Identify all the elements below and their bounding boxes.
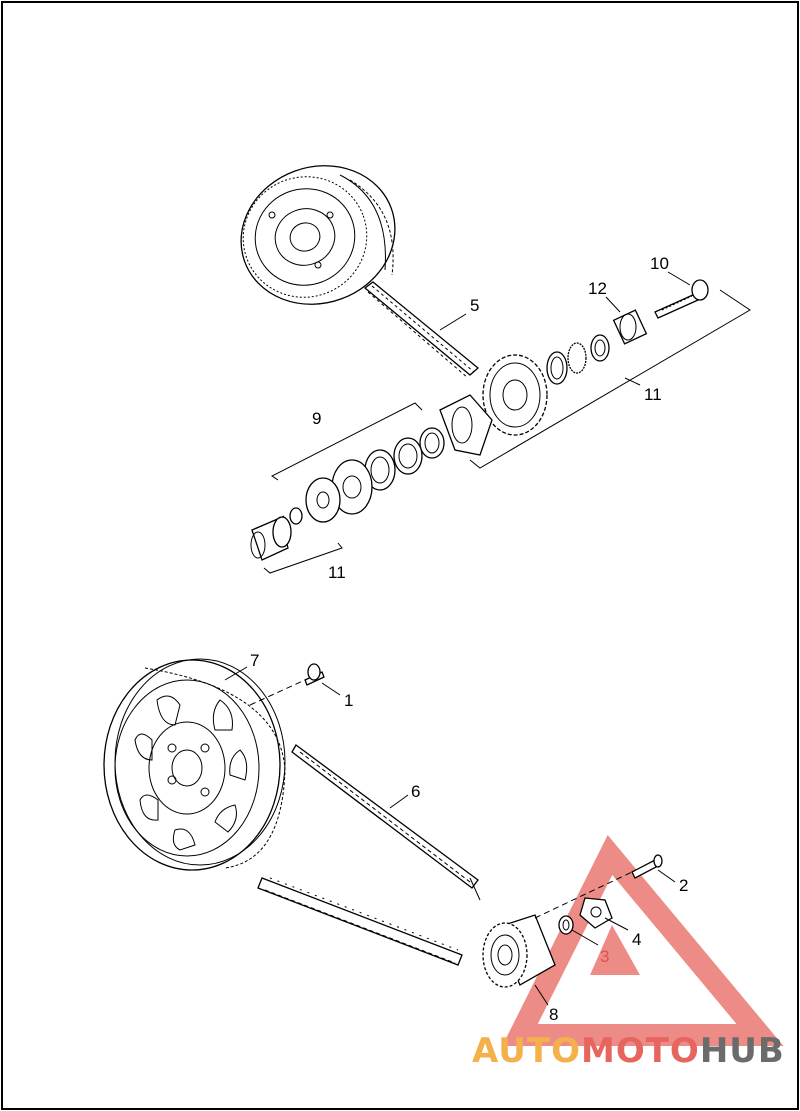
bracket-11-upper: [469, 289, 751, 469]
callout-7: 7: [250, 651, 259, 670]
lock-plate: [579, 897, 613, 929]
sprocket-bolt: [654, 279, 709, 319]
drive-belt-upper: [291, 744, 481, 901]
watermark-brand-hub: HUB: [700, 1031, 785, 1071]
watermark-brand-auto: AUTO: [472, 1031, 581, 1071]
watermark-triangle: [502, 835, 784, 1046]
bolt-centerline: [249, 679, 306, 706]
transmission-sprocket: [482, 914, 556, 988]
thrust-washers-upper: [546, 334, 610, 385]
washer-stack: [289, 427, 445, 525]
callout-2: 2: [679, 876, 688, 895]
sliding-cam: [439, 394, 493, 456]
bracket-11-lower: [263, 542, 343, 574]
callout-6: 6: [411, 782, 420, 801]
bracket-9: [271, 402, 423, 481]
drive-belt-lower: [257, 877, 463, 966]
clutch-shell-sprocket: [240, 165, 396, 305]
primary-chain: [363, 281, 480, 379]
callout-3: 3: [600, 947, 609, 966]
rear-belt-pulley: [103, 658, 286, 871]
leader-lines: [224, 271, 691, 1006]
sprocket-nut: [612, 309, 648, 345]
callout-5: 5: [470, 296, 479, 315]
watermark-brand-moto: MOTO: [581, 1031, 700, 1071]
watermark-brand: AUTOMOTOHUB: [472, 1031, 785, 1071]
callout-4: 4: [632, 930, 641, 949]
sprocket-nut-lower: [558, 915, 574, 935]
callout-1: 1: [344, 691, 353, 710]
compensating-sprocket: [482, 354, 548, 436]
callout-11-lower: 11: [328, 563, 346, 582]
callout-10: 10: [650, 254, 669, 273]
shaft-extension: [250, 515, 292, 561]
callout-9: 9: [312, 409, 321, 428]
pulley-bolt: [304, 663, 325, 686]
callout-8: 8: [549, 1005, 558, 1024]
lock-screw: [631, 854, 663, 879]
callout-12: 12: [588, 279, 607, 298]
screw-centerline: [534, 871, 633, 919]
callout-11-upper: 11: [644, 385, 662, 404]
